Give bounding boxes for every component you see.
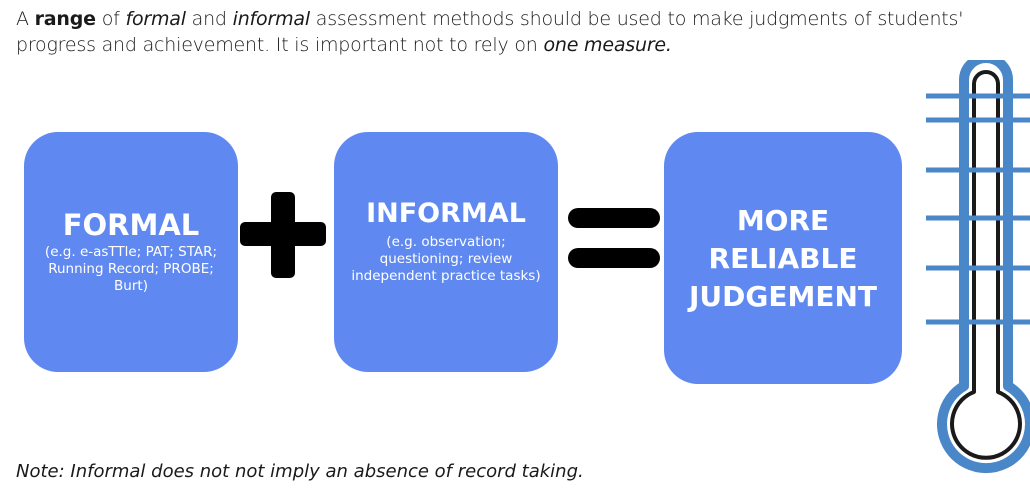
intro-segment: and bbox=[185, 8, 233, 30]
result-line-3: JUDGEMENT bbox=[688, 280, 878, 313]
thermometer-icon bbox=[926, 60, 1030, 474]
plus-icon bbox=[240, 192, 326, 278]
thermometer-inner-outline bbox=[950, 70, 1022, 460]
informal-box: INFORMAL (e.g. observation; questioning;… bbox=[334, 132, 558, 372]
result-line-1: MORE bbox=[736, 204, 830, 237]
thermometer-outline bbox=[937, 60, 1030, 474]
equals-icon-bottom-bar bbox=[568, 248, 660, 268]
intro-emphasis-informal: informal bbox=[232, 8, 310, 30]
formal-title: FORMAL bbox=[62, 208, 200, 242]
equals-icon-top-bar bbox=[568, 208, 660, 228]
equals-icon bbox=[568, 208, 660, 268]
plus-icon-vertical-bar bbox=[271, 192, 295, 278]
intro-emphasis-one-measure: one measure. bbox=[543, 34, 672, 56]
intro-text: A range of formal and informal assessmen… bbox=[16, 6, 1006, 58]
note-text: Note: Informal does not not imply an abs… bbox=[16, 461, 584, 482]
informal-examples: (e.g. observation; questioning; review i… bbox=[351, 234, 541, 284]
reliable-judgement-box: MORE RELIABLE JUDGEMENT bbox=[664, 132, 902, 384]
intro-emphasis-range: range bbox=[34, 8, 96, 30]
intro-segment: assessment methods should be used to mak… bbox=[16, 8, 964, 56]
intro-emphasis-formal: formal bbox=[125, 8, 186, 30]
informal-title: INFORMAL bbox=[366, 198, 526, 229]
formal-examples: (e.g. e-asTTle; PAT; STAR; Running Recor… bbox=[44, 244, 218, 294]
intro-segment: of bbox=[95, 8, 126, 30]
result-line-2: RELIABLE bbox=[708, 242, 858, 275]
intro-segment: A bbox=[16, 8, 35, 30]
formal-box: FORMAL (e.g. e-asTTle; PAT; STAR; Runnin… bbox=[24, 132, 238, 372]
